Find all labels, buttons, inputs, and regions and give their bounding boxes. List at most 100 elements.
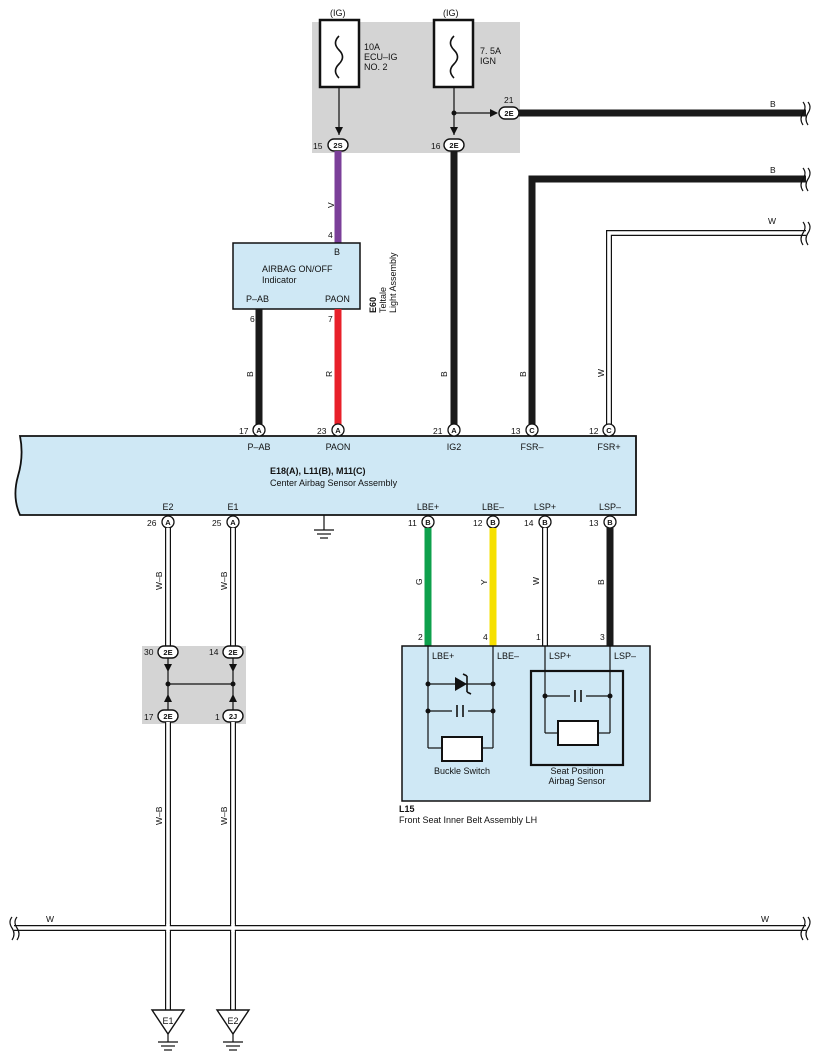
- svg-text:LBE–: LBE–: [482, 502, 504, 512]
- belt-pin-3: 3: [600, 632, 605, 642]
- seat-sensor-label-2: Airbag Sensor: [548, 776, 605, 786]
- svg-text:2E: 2E: [449, 141, 458, 150]
- sensor-top-pin-12: 12 C FSR+: [589, 423, 621, 452]
- svg-text:13: 13: [589, 518, 599, 528]
- seat-sensor-element-icon: [557, 720, 599, 746]
- ground-icon-sensor: [314, 515, 334, 539]
- fuse-1-icon: [334, 35, 344, 79]
- wire-label-w-lsp: W: [531, 577, 541, 585]
- fuse-2-icon: [449, 35, 459, 79]
- connector-2e-30: [157, 645, 179, 659]
- fuse-1-supply: (IG): [330, 8, 346, 18]
- svg-text:2E: 2E: [228, 648, 237, 657]
- wire-label-b-lsp: B: [596, 579, 606, 585]
- sensor-top-pin-23: 23 A PAON: [317, 423, 351, 452]
- wire-label-wb-1: W–B: [154, 571, 164, 590]
- svg-text:13: 13: [511, 426, 521, 436]
- belt-term-lbe-plus: LBE+: [432, 651, 454, 661]
- fuse-2-supply: (IG): [443, 8, 459, 18]
- ground-e1-label: E1: [162, 1016, 173, 1026]
- wire-label-w-fsr: W: [596, 369, 606, 377]
- svg-text:A: A: [165, 518, 171, 527]
- pin-21-junction: 21: [504, 95, 514, 105]
- pin-17-junction: 17: [144, 712, 154, 722]
- ground-e2-label: E2: [227, 1016, 238, 1026]
- fuse-1-name: ECU–IG: [364, 52, 398, 62]
- belt-assembly-box: [401, 645, 651, 802]
- svg-text:E2: E2: [162, 502, 173, 512]
- belt-pin-1: 1: [536, 632, 541, 642]
- wire-label-b-ig2: B: [439, 371, 449, 377]
- pin-15: 15: [313, 141, 323, 151]
- teltale-term-paon: PAON: [325, 294, 350, 304]
- wire-label-r: R: [324, 371, 334, 377]
- sensor-name: Center Airbag Sensor Assembly: [270, 478, 398, 488]
- pin-30: 30: [144, 647, 154, 657]
- wire-label-b-top-1: B: [770, 99, 776, 109]
- connector-2e-14: [222, 645, 244, 659]
- wire-label-b-pab: B: [245, 371, 255, 377]
- sensor-top-pin-13: 13 C FSR–: [511, 423, 544, 452]
- fuse-1-box: [318, 18, 361, 89]
- ground-point-e1: E1: [150, 1009, 186, 1051]
- belt-term-lsp-minus: LSP–: [614, 651, 636, 661]
- svg-text:25: 25: [212, 518, 222, 528]
- sensor-bottom-pin-12: LBE– 12 B: [473, 502, 504, 529]
- wire-w-top: [607, 231, 806, 425]
- sensor-top-pin-17: 17 A P–AB: [239, 423, 271, 452]
- teltale-pin-7: 7: [328, 314, 333, 324]
- belt-pin-2: 2: [418, 632, 423, 642]
- wire-label-b-fsr: B: [518, 371, 528, 377]
- svg-text:2E: 2E: [163, 712, 172, 721]
- teltale-title-1: Teltale: [378, 287, 388, 313]
- svg-text:A: A: [451, 426, 457, 435]
- svg-text:PAON: PAON: [326, 442, 351, 452]
- svg-text:P–AB: P–AB: [247, 442, 270, 452]
- teltale-term-pab: P–AB: [246, 294, 269, 304]
- belt-term-lbe-minus: LBE–: [497, 651, 519, 661]
- fuse-2-name: IGN: [480, 56, 496, 66]
- svg-text:LBE+: LBE+: [417, 502, 439, 512]
- wire-label-b-top-2: B: [770, 165, 776, 175]
- wire-label-y: Y: [479, 579, 489, 585]
- svg-text:FSR+: FSR+: [597, 442, 620, 452]
- svg-text:11: 11: [408, 518, 417, 528]
- zener-diode-icon: [455, 677, 467, 691]
- ground-icon-e2: [223, 1034, 243, 1051]
- svg-text:B: B: [490, 518, 496, 527]
- pin-1-junction: 1: [215, 712, 220, 722]
- wire-label-wb-3: W–B: [154, 806, 164, 825]
- svg-text:2E: 2E: [163, 648, 172, 657]
- sensor-bottom-pin-14: LSP+ 14 B: [524, 502, 556, 529]
- svg-text:12: 12: [473, 518, 483, 528]
- wire-label-g: G: [414, 578, 424, 585]
- belt-code: L15: [399, 804, 415, 814]
- wire-label-w-bus-left: W: [46, 914, 54, 924]
- ground-icon-e1: [158, 1034, 178, 1051]
- svg-text:2J: 2J: [229, 712, 237, 721]
- break-marks-right: [800, 101, 811, 246]
- sensor-bottom-pin-13: LSP– 13 B: [589, 502, 621, 529]
- sensor-assembly-box: [14, 435, 637, 516]
- sensor-code: E18(A), L11(B), M11(C): [270, 466, 366, 476]
- wire-label-v: V: [326, 202, 336, 208]
- svg-text:C: C: [606, 426, 612, 435]
- svg-text:26: 26: [147, 518, 157, 528]
- svg-text:LSP–: LSP–: [599, 502, 621, 512]
- teltale-box: [232, 242, 361, 310]
- belt-term-lsp-plus: LSP+: [549, 651, 571, 661]
- teltale-sub: Indicator: [262, 275, 297, 285]
- seat-sensor-label-1: Seat Position: [550, 766, 603, 776]
- wire-label-w-bus-right: W: [761, 914, 769, 924]
- fuse-1-name-2: NO. 2: [364, 62, 388, 72]
- svg-text:A: A: [256, 426, 262, 435]
- wire-label-wb-2: W–B: [219, 571, 229, 590]
- teltale-code: E60: [368, 297, 378, 313]
- pin-16: 16: [431, 141, 441, 151]
- sensor-top-pin-21: 21 A IG2: [433, 423, 461, 452]
- svg-text:17: 17: [239, 426, 249, 436]
- wire-label-wb-4: W–B: [219, 806, 229, 825]
- wire-label-w-top: W: [768, 216, 776, 226]
- svg-text:B: B: [425, 518, 431, 527]
